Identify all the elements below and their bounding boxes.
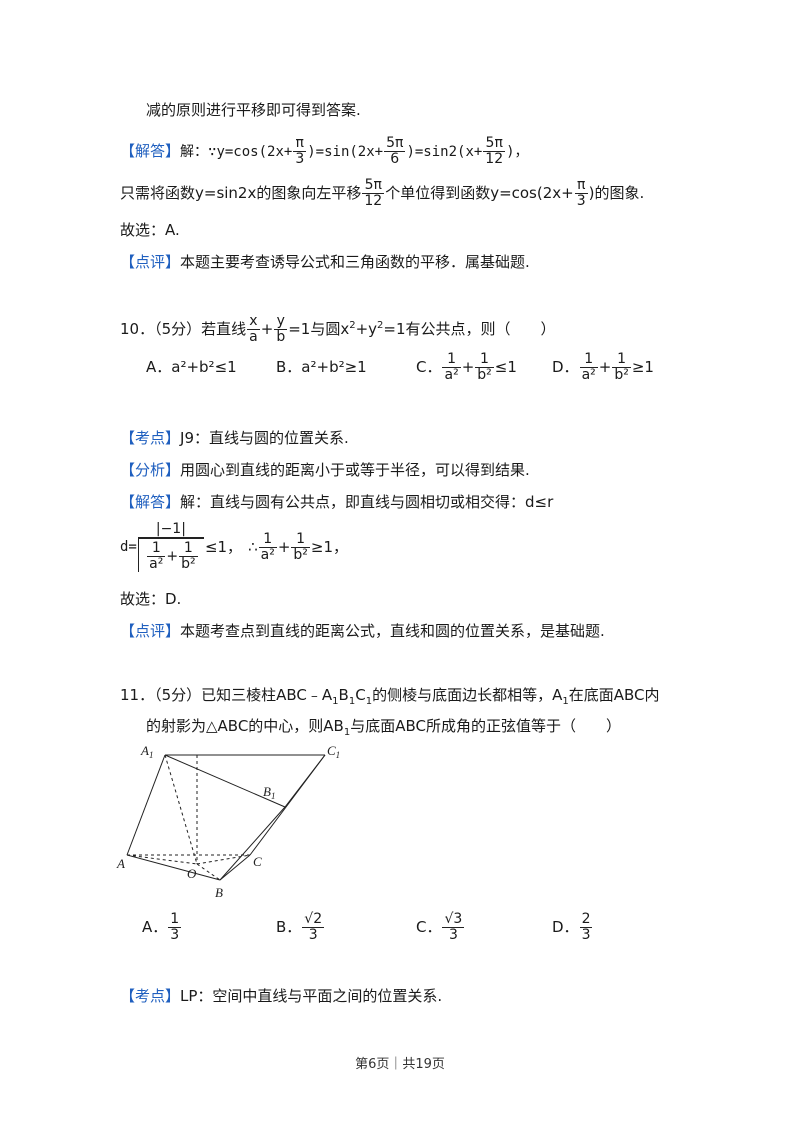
label-b: B [215, 885, 223, 900]
edge-bb1 [219, 806, 286, 881]
label-a1: A1 [140, 743, 153, 760]
label-c1: C1 [327, 743, 340, 760]
kaodian-tag: 【考点】 [120, 429, 181, 447]
prism-figure: A1 C1 B1 A O C B [116, 743, 340, 900]
label-o: O [187, 866, 197, 881]
q9-comment-line: 【点评】本题主要考查诱导公式和三角函数的平移．属基础题. [120, 251, 530, 273]
formula-part: 解：∵y=cos(2x+ [180, 144, 293, 160]
q9-text-line: 减的原则进行平移即可得到答案. [146, 101, 361, 119]
formula-part: )=sin2(x+ [406, 144, 483, 160]
q10-option-a: A．a²+b²≤1 [146, 358, 237, 376]
q10-fenxi-line: 【分析】用圆心到直线的距离小于或等于半径，可以得到结果. [120, 459, 530, 481]
q9-choice: 故选：A. [120, 221, 180, 239]
stem-text: 10．（5分）若直线 [120, 320, 247, 338]
text-part: )的图象. [588, 184, 645, 202]
q11-stem-line1: 11．（5分）已知三棱柱ABC﹣A1B1C1的侧棱与底面边长都相等，A1在底面A… [120, 686, 660, 707]
text-part: 个单位得到函数y=cos(2x+ [385, 184, 574, 202]
fenxi-text: 用圆心到直线的距离小于或等于半径，可以得到结果. [180, 461, 530, 479]
q11-kaodian-line: 【考点】LP：空间中直线与平面之间的位置关系. [120, 985, 442, 1007]
edge-bc [219, 854, 251, 881]
edge-ao [126, 854, 198, 865]
comment-tag: 【点评】 [120, 253, 181, 271]
edge-oc [196, 854, 251, 865]
page-footer: 第6页｜共19页 [355, 1057, 445, 1072]
q10-choice: 故选：D. [120, 590, 182, 608]
formula-part: )， [506, 144, 529, 160]
q10-dianping-line: 【点评】本题考查点到直线的距离公式，直线和圆的位置关系，是基础题. [120, 620, 605, 642]
kaodian-text: J9：直线与圆的位置关系. [180, 429, 349, 447]
q10-option-b: B．a²+b²≥1 [276, 358, 367, 376]
edge-aa1 [126, 754, 166, 856]
dianping-text: 本题考查点到直线的距离公式，直线和圆的位置关系，是基础题. [180, 622, 605, 640]
dianping-tag: 【点评】 [120, 622, 181, 640]
jieda-text: 解：直线与圆有公共点，即直线与圆相切或相交得：d≤r [180, 493, 554, 511]
superscript: 2 [377, 320, 384, 331]
label-a: A [116, 856, 125, 871]
text-part: 只需将函数y=sin2x的图象向左平移 [120, 184, 362, 202]
stem-text: =1与圆x [288, 320, 350, 338]
jieda-tag: 【解答】 [120, 493, 181, 511]
label-c: C [253, 854, 262, 869]
height-a1o [164, 754, 198, 865]
q10-kaodian-line: 【考点】J9：直线与圆的位置关系. [120, 427, 349, 449]
formula-part: )=sin(2x+ [307, 144, 384, 160]
q11-stem-line2: 的射影为△ABC的中心，则AB1与底面ABC所成角的正弦值等于（ ） [146, 717, 621, 738]
solution-tag: 【解答】 [120, 142, 181, 160]
comment-text: 本题主要考查诱导公式和三角函数的平移．属基础题. [180, 253, 530, 271]
fenxi-tag: 【分析】 [120, 461, 181, 479]
superscript: 2 [349, 320, 356, 331]
edge-ab [126, 854, 221, 881]
q10-jieda-line: 【解答】解：直线与圆有公共点，即直线与圆相切或相交得：d≤r [120, 491, 553, 513]
edge-a1b1 [164, 754, 286, 808]
edge-ob [196, 863, 221, 881]
label-b1: B1 [263, 784, 275, 801]
edge-cc1 [249, 754, 326, 856]
stem-text: +y [355, 320, 378, 338]
kaodian-tag: 【考点】 [120, 987, 181, 1005]
plus: + [260, 320, 274, 338]
kaodian-text: LP：空间中直线与平面之间的位置关系. [180, 987, 443, 1005]
stem-text: =1有公共点，则（ ） [383, 320, 556, 338]
